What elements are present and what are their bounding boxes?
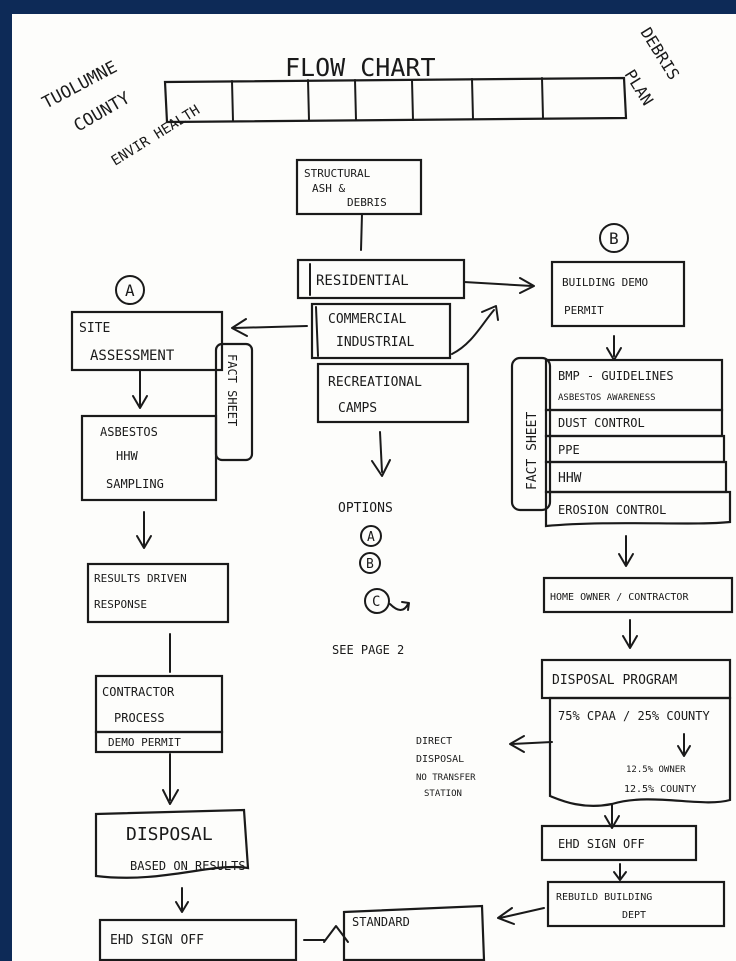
ehd-sign-off-b-box <box>540 824 698 862</box>
arrow-commercial-to-b <box>451 305 499 355</box>
fact-sheet-b-label: FACT SHEET <box>525 412 540 490</box>
ppe-label: PPE <box>558 443 580 457</box>
page-title: FLOW CHART <box>285 53 436 82</box>
home-owner-contractor-label: HOME OWNER / CONTRACTOR <box>550 592 689 603</box>
asbestos-awareness-label: ASBESTOS AWARENESS <box>558 393 656 403</box>
header-label-envir-health: ENVIR HEALTH <box>109 102 203 169</box>
option-c-marker <box>364 588 390 614</box>
option-c-letter: C <box>372 594 380 610</box>
demo-permit-box <box>94 730 224 754</box>
options-label: OPTIONS <box>338 501 393 516</box>
demo-permit-label: DEMO PERMIT <box>108 736 181 749</box>
flowchart-sheet: TUOLUMNE COUNTY ENVIR HEALTH FLOW CHART … <box>12 14 736 961</box>
ehd-sign-off-b-label: EHD SIGN OFF <box>558 837 645 851</box>
standard-box <box>342 904 486 961</box>
arrow-rebuild-to-standard <box>497 907 545 925</box>
structural-label-2: ASH & <box>312 182 345 195</box>
bmp-guidelines-label: BMP - GUIDELINES <box>558 369 674 383</box>
site-assessment-box <box>70 310 224 372</box>
commercial-industrial-box <box>310 302 452 360</box>
cost-split-box <box>548 696 732 807</box>
arrow-to-options <box>371 431 391 477</box>
recreational-label: RECREATIONAL <box>328 375 422 390</box>
structural-label-1: STRUCTURAL <box>304 167 371 180</box>
branch-a-marker <box>115 275 145 305</box>
ehd-sign-off-a-label: EHD SIGN OFF <box>110 933 204 948</box>
dept-label: DEPT <box>622 910 646 921</box>
branch-a-letter: A <box>125 281 135 300</box>
option-b-marker <box>359 552 381 574</box>
asbestos-hhw-sampling-box <box>80 414 218 502</box>
direct-disposal-label: DISPOSAL <box>416 754 464 765</box>
bmp-guidelines-stack <box>544 358 732 528</box>
ehd-sign-off-a-box <box>98 918 298 961</box>
residential-box <box>296 258 466 300</box>
county-share-label: 12.5% COUNTY <box>624 784 696 795</box>
structural-ash-debris-box <box>295 158 423 216</box>
camps-label: CAMPS <box>338 401 377 416</box>
option-b-letter: B <box>366 557 374 572</box>
dust-control-label: DUST CONTROL <box>558 416 645 430</box>
assessment-label: ASSESSMENT <box>90 348 175 364</box>
header-strip <box>163 76 628 124</box>
rebuild-building-dept-box <box>546 880 726 928</box>
fact-sheet-b-box <box>510 356 552 512</box>
building-demo-permit-box <box>550 260 686 328</box>
header-label-debris: DEBRIS <box>637 24 684 83</box>
see-page-2-note: SEE PAGE 2 <box>332 643 404 657</box>
sampling-label: SAMPLING <box>106 477 164 491</box>
response-label: RESPONSE <box>94 598 147 611</box>
process-label: PROCESS <box>114 711 165 725</box>
fact-sheet-a-label: FACT SHEET <box>225 354 239 426</box>
branch-b-letter: B <box>609 229 619 248</box>
arrow-to-direct-disposal <box>509 735 553 753</box>
based-on-results-label: BASED ON RESULTS <box>130 859 246 873</box>
cost-split-label: 75% CPAA / 25% COUNTY <box>558 709 710 723</box>
industrial-label: INDUSTRIAL <box>336 335 414 350</box>
connector-structural-residential <box>360 213 363 251</box>
contractor-label: CONTRACTOR <box>102 685 175 699</box>
no-transfer-label: NO TRANSFER <box>416 773 476 783</box>
results-driven-response-box <box>86 562 230 624</box>
disposal-based-on-results-box <box>94 808 250 879</box>
option-a-marker <box>360 525 382 547</box>
arrow-to-option-a <box>231 318 308 337</box>
site-label: SITE <box>79 321 110 336</box>
home-owner-contractor-box <box>542 576 734 614</box>
building-demo-label: BUILDING DEMO <box>562 276 648 289</box>
results-driven-label: RESULTS DRIVEN <box>94 572 187 585</box>
owner-share-label: 12.5% OWNER <box>626 765 686 775</box>
commercial-label: COMMERCIAL <box>328 312 406 327</box>
hhw-label: HHW <box>116 449 138 463</box>
fact-sheet-a-box <box>214 342 254 462</box>
standard-label: STANDARD <box>352 915 410 929</box>
arrow-to-option-b <box>463 277 535 294</box>
rebuild-building-label: REBUILD BUILDING <box>556 892 652 903</box>
option-a-letter: A <box>367 530 375 545</box>
residential-label: RESIDENTIAL <box>316 273 409 289</box>
structural-label-3: DEBRIS <box>347 196 387 209</box>
hhw-b-label: HHW <box>558 471 582 486</box>
permit-label: PERMIT <box>564 304 604 317</box>
recreational-camps-box <box>316 362 470 424</box>
branch-b-marker <box>599 223 629 253</box>
disposal-program-label: DISPOSAL PROGRAM <box>552 673 677 688</box>
direct-label: DIRECT <box>416 736 452 747</box>
flowchart-drawing: TUOLUMNE COUNTY ENVIR HEALTH FLOW CHART … <box>39 24 734 961</box>
disposal-label: DISPOSAL <box>126 824 213 845</box>
station-label: STATION <box>424 789 462 799</box>
erosion-control-label: EROSION CONTROL <box>558 503 666 517</box>
asbestos-label: ASBESTOS <box>100 425 158 439</box>
